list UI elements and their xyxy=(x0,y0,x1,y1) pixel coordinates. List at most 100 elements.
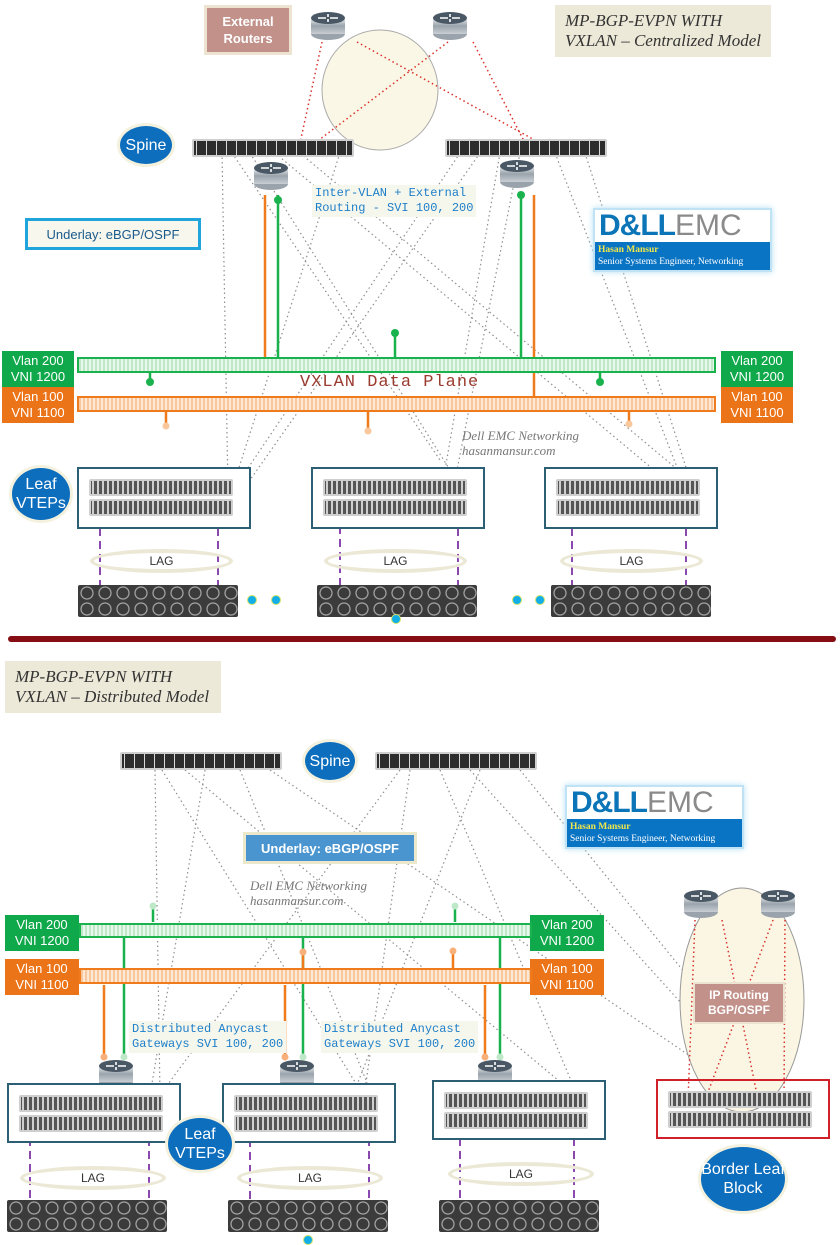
vni-id: VNI 1200 xyxy=(14,933,70,948)
watermark-top: Dell EMC Networking hasanmansur.com xyxy=(462,428,579,458)
underlay-text-bottom: Underlay: eBGP/OSPF xyxy=(261,840,399,856)
border-leaf-switch[interactable] xyxy=(668,1111,812,1128)
underlay-label-bottom: Underlay: eBGP/OSPF xyxy=(246,835,414,861)
vlan-id: Vlan 100 xyxy=(541,961,593,976)
border-router-icon-2 xyxy=(761,890,795,918)
lag-bottom-2: LAG xyxy=(237,1166,383,1190)
vlan-id: Vlan 200 xyxy=(12,353,64,368)
leaf-pair-top-2 xyxy=(311,467,485,529)
border-leaf-links xyxy=(687,919,786,1101)
leaf-switch[interactable] xyxy=(19,1115,163,1132)
dell-logo-text: D&LL xyxy=(571,786,648,819)
watermark-bottom: Dell EMC Networking hasanmansur.com xyxy=(250,878,367,908)
vlan-id: Vlan 200 xyxy=(541,917,593,932)
leaf-switch[interactable] xyxy=(323,499,467,516)
ellipsis-dot xyxy=(303,1235,313,1245)
leaf-switch[interactable] xyxy=(234,1095,378,1112)
lag-bottom-1: LAG xyxy=(20,1166,166,1190)
server-bottom-3[interactable] xyxy=(439,1200,599,1232)
vteps-text: VTEPs xyxy=(16,495,66,512)
vlan-id: Vlan 100 xyxy=(12,389,64,404)
leaf-text: Leaf xyxy=(184,1126,216,1143)
author-role: Senior Systems Engineer, Networking xyxy=(598,257,744,267)
vlan200-bus-top xyxy=(77,357,716,373)
external-router-icon-2 xyxy=(433,12,467,40)
external-router-icon-1 xyxy=(311,12,345,40)
emc-logo-text: EMC xyxy=(674,209,742,242)
vxlan-data-plane-label: VXLAN Data Plane xyxy=(300,373,480,392)
emc-logo-text: EMC xyxy=(646,786,714,819)
centralized-title-line2: VXLAN – Centralized Model xyxy=(565,31,761,50)
anycast-line2: Gateways SVI 100, 200 xyxy=(132,1037,284,1051)
leaf-pair-bottom-1 xyxy=(7,1083,181,1143)
underlay-text-top: Underlay: eBGP/OSPF xyxy=(46,226,180,242)
vni-id: VNI 1100 xyxy=(730,405,784,420)
distributed-title-line1: MP-BGP-EVPN WITH xyxy=(15,667,173,686)
ip-routing-line2: BGP/OSPF xyxy=(707,1003,770,1017)
vlan-id: Vlan 100 xyxy=(731,389,783,404)
external-routing-cloud xyxy=(321,29,439,151)
lag-text: LAG xyxy=(80,1171,105,1185)
lag-text: LAG xyxy=(383,554,408,568)
vlan-id: Vlan 100 xyxy=(16,961,68,976)
author-role: Senior Systems Engineer, Networking xyxy=(570,834,716,844)
leaf-switch[interactable] xyxy=(556,499,700,516)
lag-text: LAG xyxy=(619,554,644,568)
ellipsis-dot xyxy=(535,595,545,605)
server-top-2[interactable] xyxy=(317,585,477,617)
vni-id: VNI 1200 xyxy=(539,933,595,948)
leaf-switch[interactable] xyxy=(19,1095,163,1112)
ellipsis-dot xyxy=(247,595,257,605)
anycast-line2: Gateways SVI 100, 200 xyxy=(324,1037,476,1051)
vni-id: VNI 1200 xyxy=(729,369,785,384)
leaf-switch[interactable] xyxy=(89,499,233,516)
spine-switch-bottom-1[interactable] xyxy=(120,752,282,770)
lag-bottom-3: LAG xyxy=(448,1162,594,1186)
leaf-switch[interactable] xyxy=(234,1115,378,1132)
server-bottom-1[interactable] xyxy=(7,1200,167,1232)
external-routers-text: External Routers xyxy=(222,14,274,46)
bottom-svi-links xyxy=(100,902,504,1061)
leaf-switch[interactable] xyxy=(323,479,467,496)
distributed-title: MP-BGP-EVPN WITH VXLAN – Distributed Mod… xyxy=(5,661,221,713)
anycast-line1: Distributed Anycast xyxy=(132,1022,269,1036)
lag-top-1: LAG xyxy=(90,549,233,573)
server-bottom-2[interactable] xyxy=(228,1200,388,1232)
spine-text-bottom: Spine xyxy=(309,752,351,770)
anycast-line1: Distributed Anycast xyxy=(324,1022,461,1036)
spine-text-top: Spine xyxy=(125,136,167,154)
ip-routing-label: IP Routing BGP/OSPF xyxy=(695,984,783,1022)
ip-routing-line1: IP Routing xyxy=(709,988,769,1002)
leaf-switch[interactable] xyxy=(556,479,700,496)
border-leaf-pair xyxy=(656,1079,830,1139)
leaf-switch[interactable] xyxy=(444,1112,588,1129)
leaf-switch[interactable] xyxy=(444,1092,588,1109)
spine-switch-top-1[interactable] xyxy=(192,139,354,157)
section-divider xyxy=(8,636,836,642)
spine-switch-top-2[interactable] xyxy=(445,139,607,157)
vlan200-bus-bottom xyxy=(79,923,532,938)
server-top-3[interactable] xyxy=(551,585,711,617)
lag-top-3: LAG xyxy=(560,549,703,573)
dell-logo-text: D&LL xyxy=(599,209,676,242)
watermark-line1: Dell EMC Networking xyxy=(462,428,579,443)
server-top-1[interactable] xyxy=(78,585,238,617)
author-name: Hasan Mansur xyxy=(570,822,631,832)
inter-vlan-line2: Routing - SVI 100, 200 xyxy=(315,201,474,215)
ellipsis-dot xyxy=(391,614,401,624)
border-leaf-switch[interactable] xyxy=(668,1091,812,1108)
anycast-gateway-label-1: Distributed Anycast Gateways SVI 100, 20… xyxy=(129,1021,287,1053)
spine-switch-bottom-2[interactable] xyxy=(375,752,537,770)
vni-id: VNI 1200 xyxy=(10,369,66,384)
leaf-switch[interactable] xyxy=(89,479,233,496)
